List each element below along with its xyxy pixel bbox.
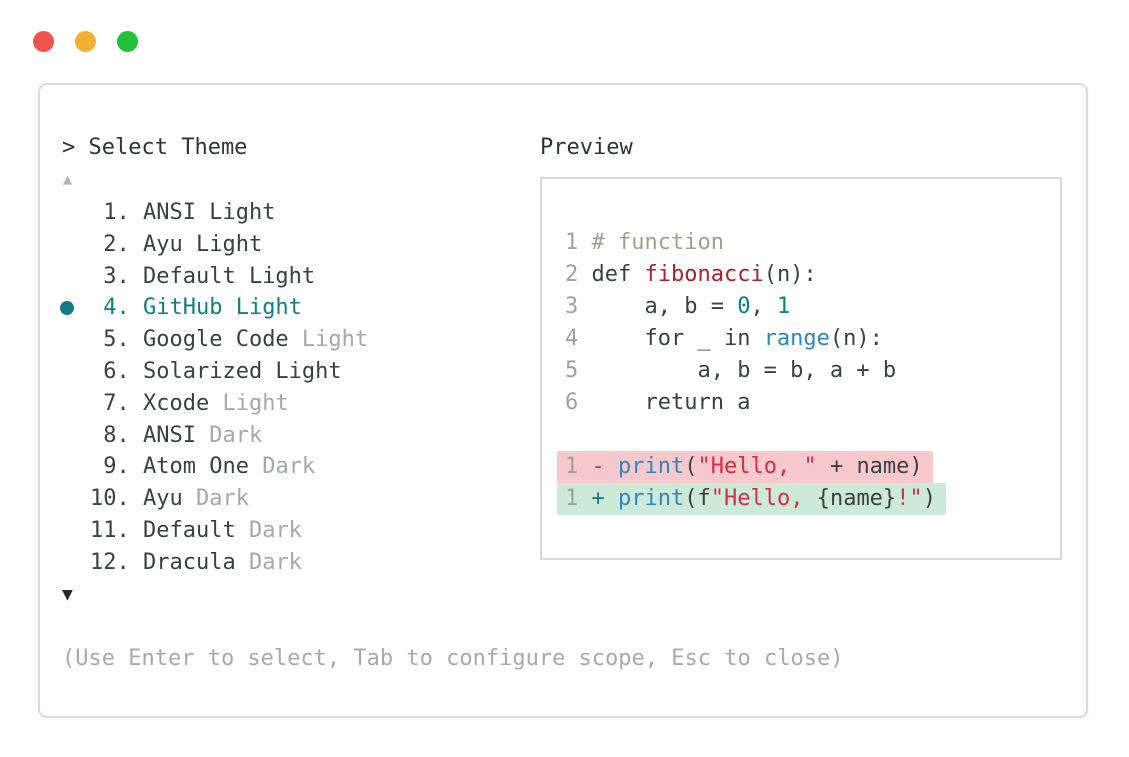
preview-box: 1 # function 2 def fibonacci(n): 3 a, b = … xyxy=(540,177,1062,560)
code-line: 4 for _ in range(n): xyxy=(565,326,883,351)
window-controls xyxy=(33,31,138,52)
theme-item-3[interactable]: 3. Default Light xyxy=(90,263,316,289)
code-line xyxy=(565,419,1060,451)
picker-title: > Select Theme xyxy=(62,135,248,160)
theme-item-12[interactable]: 12. Dracula Dark xyxy=(90,549,302,575)
theme-list: 1. ANSI Light 2. Ayu Light 3. Default Li… xyxy=(60,197,369,579)
zoom-button-icon[interactable] xyxy=(117,31,138,52)
theme-item-2[interactable]: 2. Ayu Light xyxy=(90,231,263,257)
theme-item-7[interactable]: 7. Xcode Light xyxy=(90,390,289,416)
selected-bullet-icon xyxy=(60,301,74,316)
minimize-button-icon[interactable] xyxy=(75,31,96,52)
theme-item-6[interactable]: 6. Solarized Light xyxy=(90,358,342,384)
theme-item-4[interactable]: 4. GitHub Light xyxy=(60,292,368,324)
footer-hint: (Use Enter to select, Tab to configure s… xyxy=(62,646,844,671)
code-line: 5 a, b = b, a + b xyxy=(565,358,897,383)
theme-picker-window: > Select Theme ▲ 1. ANSI Light 2. Ayu Li… xyxy=(38,83,1088,718)
scroll-up-icon[interactable]: ▲ xyxy=(63,170,73,188)
theme-item-10[interactable]: 10. Ayu Dark xyxy=(90,486,249,512)
theme-item-1[interactable]: 1. ANSI Light xyxy=(90,200,276,225)
theme-item-5[interactable]: 5. Google Code Light xyxy=(90,327,369,353)
code-line-diff-add: 1 + print(f"Hello, {name}!") xyxy=(557,483,1060,515)
scroll-down-icon[interactable]: ▼ xyxy=(62,584,73,605)
code-line-diff-del: 1 - print("Hello, " + name) xyxy=(557,451,1060,483)
code-preview: 1 # function 2 def fibonacci(n): 3 a, b = … xyxy=(542,179,1060,515)
preview-title: Preview xyxy=(540,135,633,160)
code-line: 3 a, b = 0, 1 xyxy=(565,294,791,319)
code-line: 6 return a xyxy=(565,390,751,415)
close-button-icon[interactable] xyxy=(33,31,54,52)
code-line: 2 def fibonacci(n): xyxy=(565,262,817,287)
theme-item-9[interactable]: 9. Atom One Dark xyxy=(90,454,316,480)
code-line: 1 # function xyxy=(565,230,724,255)
theme-item-8[interactable]: 8. ANSI Dark xyxy=(90,422,263,448)
theme-item-11[interactable]: 11. Default Dark xyxy=(90,517,302,543)
